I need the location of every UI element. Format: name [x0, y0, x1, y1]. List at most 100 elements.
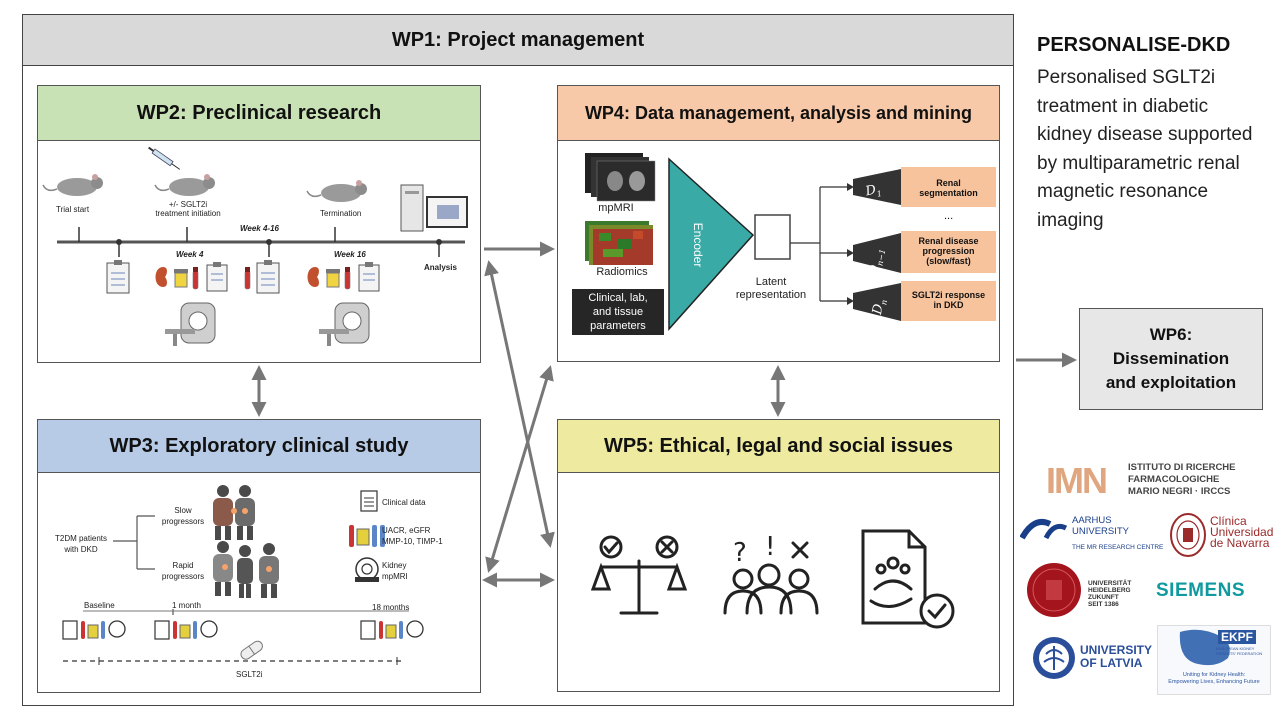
- label-slow-progressors: Slow progressors: [161, 506, 205, 526]
- radiomics-heatmap: [585, 221, 653, 265]
- lab-samples-icon: [349, 525, 385, 547]
- wp3-header: WP3: Exploratory clinical study: [38, 420, 480, 473]
- wp3-box: WP3: Exploratory clinical study: [37, 419, 481, 693]
- urine-cup-icon: [174, 269, 188, 288]
- clipboard-icon: [206, 262, 228, 292]
- urine-cup-icon: [326, 269, 340, 288]
- decoder-d1: [853, 169, 901, 205]
- imn-logo-mark: IMN: [1046, 460, 1108, 501]
- label-week16: Week 16: [334, 250, 366, 259]
- project-name: PERSONALISE-DKD: [1037, 34, 1231, 56]
- wp2-timeline-illustration: [42, 146, 468, 346]
- aarhus-logo-subtext: THE MR RESEARCH CENTRE: [1072, 544, 1164, 551]
- blood-tube-icon: [244, 267, 251, 290]
- blood-tube-icon: [344, 267, 351, 290]
- navarra-seal-icon: [1170, 513, 1206, 557]
- visit-icons-18-months: [360, 620, 424, 640]
- ekpf-logo-subtext: EUROPEAN KIDNEY PATIENTS' FEDERATION: [1216, 646, 1263, 656]
- arrow-wp4-wp3: [485, 365, 554, 573]
- latent-box: [754, 214, 791, 260]
- aarhus-logo-icon: [1020, 518, 1068, 540]
- aarhus-logo-text: AARHUS UNIVERSITY: [1072, 515, 1130, 537]
- project-description: Personalised SGLT2i treatment in diabeti…: [1037, 67, 1253, 231]
- clipboard-icon: [256, 260, 280, 294]
- output-label-sglt2i-response: SGLT2i response in DKD: [911, 290, 986, 310]
- heidelberg-logo-text: UNIVERSITÄT HEIDELBERG ZUKUNFT SEIT 1386: [1088, 580, 1132, 608]
- mri-icon: [355, 557, 379, 582]
- label-analysis: Analysis: [424, 263, 457, 272]
- mouse-icon: [306, 180, 367, 202]
- mri-scanner-icon: [319, 302, 370, 346]
- wp2-header: WP2: Preclinical research: [38, 86, 480, 141]
- label-trial-start: Trial start: [56, 205, 90, 214]
- svg-text:!: !: [765, 532, 775, 562]
- label-week4: Week 4: [176, 250, 204, 259]
- ekpf-map-icon: [1179, 629, 1230, 666]
- label-patients: T2DM patients with DKD: [54, 534, 108, 554]
- navarra-logo-text: Clínica Universidad de Navarra: [1210, 514, 1274, 550]
- computer-icon: [400, 184, 468, 232]
- wp5-title: WP5: Ethical, legal and social issues: [603, 434, 953, 457]
- people-questions-icon: ? !: [723, 532, 819, 615]
- wp5-header: WP5: Ethical, legal and social issues: [558, 420, 999, 473]
- clipboard-icon: [106, 260, 130, 294]
- pill-icon: [240, 640, 263, 660]
- clipboard-icon: [358, 262, 380, 292]
- imn-logo-text: ISTITUTO DI RICERCHE FARMACOLOGICHE MARI…: [1128, 462, 1236, 497]
- label-treatment: +/- SGLT2i treatment initiation: [155, 200, 221, 218]
- visit-icons-baseline: [62, 620, 126, 640]
- kidney-icon: [307, 267, 319, 287]
- label-1-month: 1 month: [172, 601, 201, 610]
- kidney-icon: [155, 267, 167, 287]
- ekpf-logo-mark: EKPF: [1218, 630, 1257, 644]
- label-termination: Termination: [320, 209, 362, 218]
- output-label-disease-progression: Renal disease progression (slow/fast): [918, 236, 979, 266]
- label-latent-representation: Latent representation: [735, 276, 807, 301]
- ekpf-tagline: Uniting for Kidney Health: Empowering Li…: [1168, 672, 1260, 685]
- mouse-icon: [42, 174, 103, 196]
- svg-text:?: ?: [733, 538, 747, 568]
- label-rapid-progressors: Rapid progressors: [161, 561, 205, 581]
- wp3-study-illustration: [62, 485, 424, 665]
- output-box-3: [901, 281, 996, 321]
- decoder-dn-1: [853, 233, 901, 273]
- wp6-title: WP6: Dissemination and exploitation: [1105, 325, 1237, 392]
- mouse-icon: [154, 174, 215, 196]
- decoder-dn: [853, 283, 901, 321]
- blood-tube-icon: [192, 267, 199, 290]
- wp4-title: WP4: Data management, analysis and minin…: [584, 102, 973, 123]
- wp5-icons: ? !: [590, 529, 955, 629]
- mpmri-image-stack: [585, 153, 656, 202]
- label-lab-tests: UACR, eGFR MMP-10, TIMP-1: [382, 526, 443, 546]
- wp1-title: WP1: Project management: [391, 28, 645, 51]
- output-label-renal-segmentation: Renal segmentation: [919, 178, 978, 198]
- output-box-1: [901, 167, 996, 207]
- mri-scanner-icon: [165, 302, 216, 346]
- wp2-title: WP2: Preclinical research: [136, 101, 382, 124]
- outputs-ellipsis: ...: [944, 210, 954, 222]
- document-handshake-icon: [861, 529, 955, 629]
- clinical-data-icon: [360, 490, 378, 512]
- label-baseline: Baseline: [84, 601, 115, 610]
- arrow-wp2-wp5: [484, 260, 555, 548]
- label-mpmri: mpMRI: [598, 202, 634, 214]
- scales-icon: [590, 535, 688, 615]
- label-sglt2i: SGLT2i: [236, 670, 263, 679]
- label-week4-16: Week 4-16: [240, 224, 279, 233]
- patients-slow-icon: [213, 485, 255, 540]
- syringe-icon: [148, 146, 181, 170]
- siemens-logo: SIEMENS: [1156, 580, 1246, 601]
- wp4-header: WP4: Data management, analysis and minin…: [558, 86, 999, 141]
- wp1-header: WP1: Project management: [22, 14, 1014, 66]
- wp6-box: WP6: Dissemination and exploitation: [1079, 308, 1263, 410]
- label-clinical-parameters: Clinical, lab, and tissue parameters: [572, 289, 664, 335]
- heidelberg-seal-icon: [1027, 563, 1081, 617]
- label-radiomics: Radiomics: [596, 266, 648, 278]
- visit-icons-1-month: [154, 620, 218, 640]
- label-18-months: 18 months: [372, 603, 410, 612]
- label-clinical-data: Clinical data: [382, 498, 426, 507]
- output-box-2: [901, 231, 996, 273]
- latvia-seal-icon: [1033, 637, 1075, 679]
- wp4-model-illustration: [585, 153, 996, 331]
